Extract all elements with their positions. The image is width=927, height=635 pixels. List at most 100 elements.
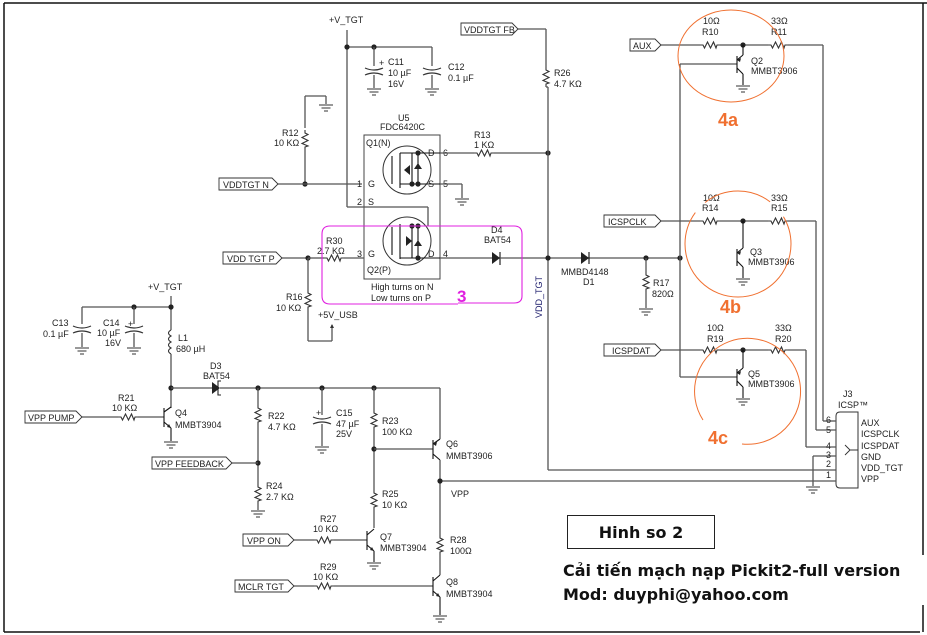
port-vddtgt-n[interactable]: VDDTGT N	[218, 177, 279, 191]
svg-text:10 KΩ: 10 KΩ	[276, 303, 302, 313]
svg-text:R14: R14	[702, 203, 719, 213]
svg-text:G: G	[368, 179, 375, 189]
svg-text:Q4: Q4	[175, 408, 187, 418]
svg-text:VPP ON: VPP ON	[247, 536, 281, 546]
svg-text:G: G	[368, 249, 375, 259]
svg-text:J3: J3	[843, 389, 853, 399]
svg-text:R11: R11	[771, 27, 787, 37]
svg-text:10 KΩ: 10 KΩ	[313, 524, 339, 534]
svg-text:+: +	[379, 58, 384, 68]
svg-text:100Ω: 100Ω	[450, 546, 472, 556]
icspclk-driver-4b: 10Ω R14 33Ω R15 Q3 MMBT3906 4b	[661, 190, 817, 430]
svg-text:FDC6420C: FDC6420C	[380, 122, 426, 132]
svg-text:100 KΩ: 100 KΩ	[382, 427, 413, 437]
c15-cap: + C15 47 µF 25V	[312, 385, 360, 454]
svg-text:2.7 KΩ: 2.7 KΩ	[266, 492, 294, 502]
svg-text:R25: R25	[382, 489, 399, 499]
svg-text:16V: 16V	[388, 79, 404, 89]
svg-text:4: 4	[826, 441, 831, 451]
svg-text:MMBT3906: MMBT3906	[446, 451, 493, 461]
svg-text:ICSPDAT: ICSPDAT	[861, 441, 900, 451]
svg-text:+V_TGT: +V_TGT	[148, 282, 183, 292]
svg-text:MMBT3906: MMBT3906	[751, 66, 798, 76]
svg-text:0.1 µF: 0.1 µF	[448, 73, 474, 83]
net-label-vpp: VPP	[451, 489, 469, 499]
svg-text:GND: GND	[861, 452, 882, 462]
svg-text:1 KΩ: 1 KΩ	[474, 140, 495, 150]
svg-text:C13: C13	[52, 318, 69, 328]
port-vpp-feedback[interactable]: VPP FEEDBACK	[151, 456, 233, 470]
svg-text:820Ω: 820Ω	[652, 289, 674, 299]
svg-text:2: 2	[826, 459, 831, 469]
svg-text:Q2: Q2	[751, 56, 763, 66]
svg-text:10 KΩ: 10 KΩ	[313, 572, 339, 582]
svg-text:VDD_TGT: VDD_TGT	[861, 463, 904, 473]
svg-text:VPP PUMP: VPP PUMP	[28, 413, 74, 423]
svg-text:D4: D4	[491, 225, 503, 235]
j3-icsp-connector[interactable]: J3 ICSP™ 6 5 4 3 2 1 AUX ICSPCLK ICSPDAT…	[440, 389, 904, 494]
svg-text:47 µF: 47 µF	[336, 419, 360, 429]
svg-text:Q3: Q3	[750, 247, 762, 257]
port-vpp-on[interactable]: VPP ON	[242, 533, 295, 547]
svg-text:R27: R27	[320, 514, 337, 524]
port-icspclk[interactable]: ICSPCLK	[603, 214, 662, 228]
svg-text:R23: R23	[382, 416, 399, 426]
svg-text:10 KΩ: 10 KΩ	[382, 500, 408, 510]
svg-text:R29: R29	[320, 562, 337, 572]
page-frame	[3, 2, 927, 633]
svg-text:MMBT3906: MMBT3906	[748, 257, 795, 267]
svg-text:10Ω: 10Ω	[707, 323, 724, 333]
svg-text:R22: R22	[268, 411, 285, 421]
svg-text:10 µF: 10 µF	[388, 68, 412, 78]
svg-text:R30: R30	[326, 236, 343, 246]
port-vddtgt-fb[interactable]: VDDTGT FB	[460, 22, 519, 36]
svg-text:Low turns on P: Low turns on P	[371, 293, 431, 303]
svg-text:0.1 µF: 0.1 µF	[43, 329, 69, 339]
svg-text:Q2(P): Q2(P)	[367, 265, 391, 275]
svg-text:6: 6	[826, 415, 831, 425]
svg-text:R19: R19	[707, 334, 724, 344]
port-aux[interactable]: AUX	[629, 38, 662, 52]
svg-text:R20: R20	[775, 334, 792, 344]
r12-network: R12 10 KΩ	[274, 95, 362, 187]
svg-text:16V: 16V	[105, 338, 121, 348]
vpp-pump-supply: +V_TGT C13 0.1 µF + C14 10 µF 16V L1 680…	[43, 282, 440, 408]
svg-text:MMBT3904: MMBT3904	[380, 543, 427, 553]
u5-mosfet-pair: U5 FDC6420C Q1(N) 1 G D 6 S 5 2 S	[347, 113, 470, 303]
vpp-feedback-divider: R22 4.7 KΩ R24 2.7 KΩ	[232, 385, 296, 518]
svg-text:VPP: VPP	[861, 474, 879, 484]
svg-text:VDDTGT N: VDDTGT N	[223, 180, 269, 190]
svg-text:VDD TGT P: VDD TGT P	[227, 254, 275, 264]
svg-text:680 µH: 680 µH	[176, 344, 205, 354]
port-mclr-tgt[interactable]: MCLR TGT	[234, 579, 295, 593]
port-icspdat[interactable]: ICSPDAT	[603, 343, 662, 357]
svg-text:C12: C12	[448, 62, 465, 72]
svg-text:Q8: Q8	[446, 577, 458, 587]
svg-text:4: 4	[443, 249, 448, 259]
svg-text:ICSPCLK: ICSPCLK	[608, 217, 647, 227]
svg-text:MMBT3904: MMBT3904	[446, 589, 493, 599]
svg-text:S: S	[368, 197, 374, 207]
net-label-vdd-tgt: VDD_TGT	[534, 275, 544, 318]
vpp-switch-stage: R23 100 KΩ Q6 MMBT3906 VPP R25 10 KΩ R27…	[294, 385, 493, 570]
svg-text:5: 5	[826, 425, 831, 435]
svg-text:C14: C14	[103, 318, 120, 328]
aux-driver-4a: 10Ω R10 33Ω R11 Q2 MMBT3906 4a	[661, 9, 824, 421]
svg-text:MMBT3906: MMBT3906	[748, 379, 795, 389]
svg-text:R24: R24	[266, 481, 283, 491]
svg-text:D: D	[428, 249, 435, 259]
svg-text:33Ω: 33Ω	[771, 193, 788, 203]
svg-text:L1: L1	[178, 333, 188, 343]
port-vddtgt-p[interactable]: VDD TGT P	[222, 251, 283, 265]
port-vpp-pump[interactable]: VPP PUMP	[24, 410, 83, 424]
svg-text:Q7: Q7	[380, 532, 392, 542]
author-line: Mod: duyphi@yahoo.com	[563, 585, 789, 604]
svg-text:S: S	[428, 179, 434, 189]
svg-text:MMBT3904: MMBT3904	[175, 420, 222, 430]
svg-text:10 KΩ: 10 KΩ	[112, 403, 138, 413]
d1-r17: MMBD4148 D1 R17 820Ω	[545, 252, 683, 316]
svg-text:MMBD4148: MMBD4148	[561, 267, 609, 277]
svg-text:ICSPDAT: ICSPDAT	[612, 346, 651, 356]
svg-text:4.7 KΩ: 4.7 KΩ	[554, 79, 582, 89]
